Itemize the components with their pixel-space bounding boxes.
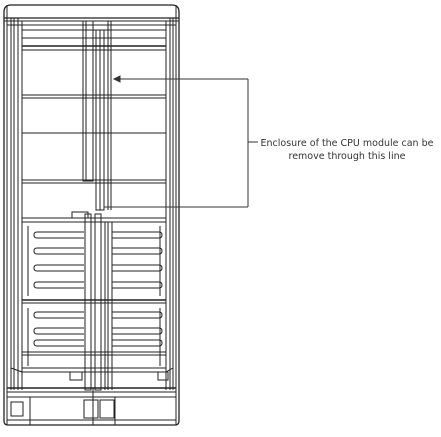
vent-fin	[33, 311, 84, 319]
vent-fin	[33, 231, 84, 239]
upper-section-lines	[22, 37, 166, 223]
vent-fin	[33, 339, 84, 347]
vent-fin	[33, 281, 84, 289]
vent-fin	[112, 264, 163, 272]
right-vent-fins	[112, 226, 163, 366]
vent-fin	[112, 281, 163, 289]
callout-annotation: Enclosure of the CPU module can be remov…	[254, 137, 440, 163]
vent-fin	[33, 327, 84, 335]
vent-fin	[33, 247, 84, 255]
left-vent-fins	[27, 226, 84, 366]
side-rails	[10, 18, 174, 390]
lower-posts	[71, 211, 113, 391]
vent-fin	[112, 311, 163, 319]
callout-leader	[104, 75, 258, 208]
callout-line-2: remove through this line	[288, 151, 406, 162]
vent-fin	[112, 327, 163, 335]
lower-band-lines	[22, 299, 166, 373]
vent-fin	[112, 339, 163, 347]
vent-fin	[33, 264, 84, 272]
callout-line-1: Enclosure of the CPU module can be	[260, 138, 434, 149]
bottom-latches	[7, 367, 176, 425]
vent-fin	[112, 247, 163, 255]
central-posts	[22, 20, 166, 211]
vent-fin	[112, 231, 163, 239]
